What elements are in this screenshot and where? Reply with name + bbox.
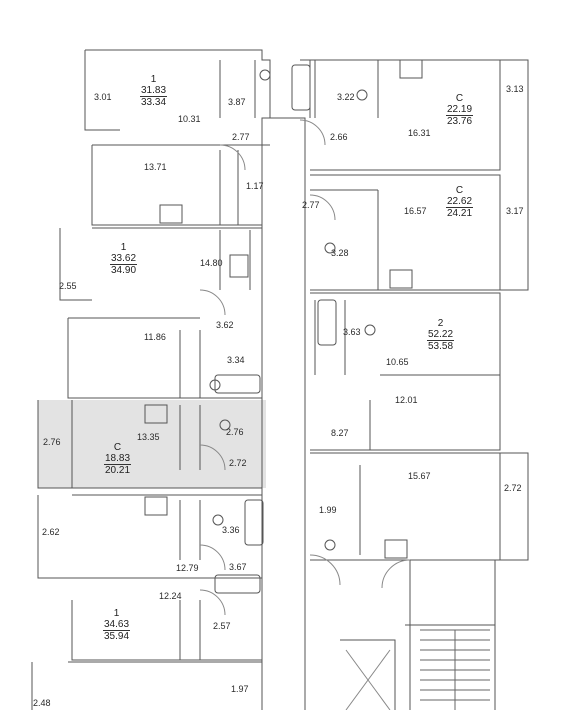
room-area: 12.79 <box>176 563 199 573</box>
room-area: 3.63 <box>343 327 361 337</box>
unit-total-area: 34.90 <box>111 265 137 276</box>
unit-type: 2 <box>437 318 444 329</box>
unit-label: C 22.62 24.21 <box>446 185 474 219</box>
room-area: 3.01 <box>94 92 112 102</box>
unit-type: C <box>455 93 464 104</box>
room-area: 3.22 <box>337 92 355 102</box>
room-area: 2.76 <box>226 427 244 437</box>
unit-total-area: 33.34 <box>141 97 167 108</box>
unit-label: C 18.83 20.21 <box>104 442 132 476</box>
room-area: 1.97 <box>231 684 249 694</box>
unit-label: 1 31.83 33.34 <box>140 74 168 108</box>
unit-label: 1 34.63 35.94 <box>103 608 131 642</box>
room-area: 3.17 <box>506 206 524 216</box>
room-area: 1.99 <box>319 505 337 515</box>
room-area: 2.66 <box>330 132 348 142</box>
unit-living-area: 31.83 <box>140 85 168 97</box>
unit-living-area: 22.62 <box>446 196 474 208</box>
unit-label: C 22.19 23.76 <box>446 93 474 127</box>
room-area: 16.31 <box>408 128 431 138</box>
room-area: 13.71 <box>144 162 167 172</box>
room-area: 2.72 <box>504 483 522 493</box>
unit-total-area: 35.94 <box>104 631 130 642</box>
room-area: 8.27 <box>331 428 349 438</box>
room-area: 1.17 <box>246 181 264 191</box>
room-area: 3.34 <box>227 355 245 365</box>
room-area: 2.57 <box>213 621 231 631</box>
unit-living-area: 34.63 <box>103 619 131 631</box>
room-area: 13.35 <box>137 432 160 442</box>
room-area: 12.24 <box>159 591 182 601</box>
room-area: 12.01 <box>395 395 418 405</box>
unit-label: 2 52.22 53.58 <box>427 318 455 352</box>
unit-type: C <box>113 442 122 453</box>
room-area: 3.87 <box>228 97 246 107</box>
unit-type: C <box>455 185 464 196</box>
room-area: 10.31 <box>178 114 201 124</box>
left-block-outline <box>85 49 271 710</box>
room-area: 2.77 <box>232 132 250 142</box>
unit-living-area: 33.62 <box>110 253 138 265</box>
room-area: 14.80 <box>200 258 223 268</box>
room-area: 2.62 <box>42 527 60 537</box>
room-area: 16.57 <box>404 206 427 216</box>
room-area: 3.13 <box>506 84 524 94</box>
highlighted-unit-fill <box>38 400 266 488</box>
room-area: 2.72 <box>229 458 247 468</box>
room-area: 3.36 <box>222 525 240 535</box>
room-area: 2.48 <box>33 698 51 708</box>
unit-type: 1 <box>113 608 120 619</box>
unit-type: 1 <box>150 74 157 85</box>
unit-type: 1 <box>120 242 127 253</box>
unit-total-area: 24.21 <box>447 208 473 219</box>
room-area: 3.62 <box>216 320 234 330</box>
unit-total-area: 20.21 <box>105 465 131 476</box>
room-area: 11.86 <box>144 332 166 342</box>
room-area: 3.67 <box>229 562 247 572</box>
unit-living-area: 18.83 <box>104 453 132 465</box>
room-area: 3.28 <box>331 248 349 258</box>
unit-total-area: 23.76 <box>447 116 473 127</box>
unit-label: 1 33.62 34.90 <box>110 242 138 276</box>
room-area: 2.55 <box>59 281 77 291</box>
room-area: 2.77 <box>302 200 320 210</box>
room-area: 2.76 <box>43 437 61 447</box>
room-area: 10.65 <box>386 357 409 367</box>
unit-living-area: 52.22 <box>427 329 455 341</box>
corridor-wall <box>270 117 306 710</box>
unit-living-area: 22.19 <box>446 104 474 116</box>
unit-total-area: 53.58 <box>428 341 454 352</box>
room-area: 15.67 <box>408 471 431 481</box>
